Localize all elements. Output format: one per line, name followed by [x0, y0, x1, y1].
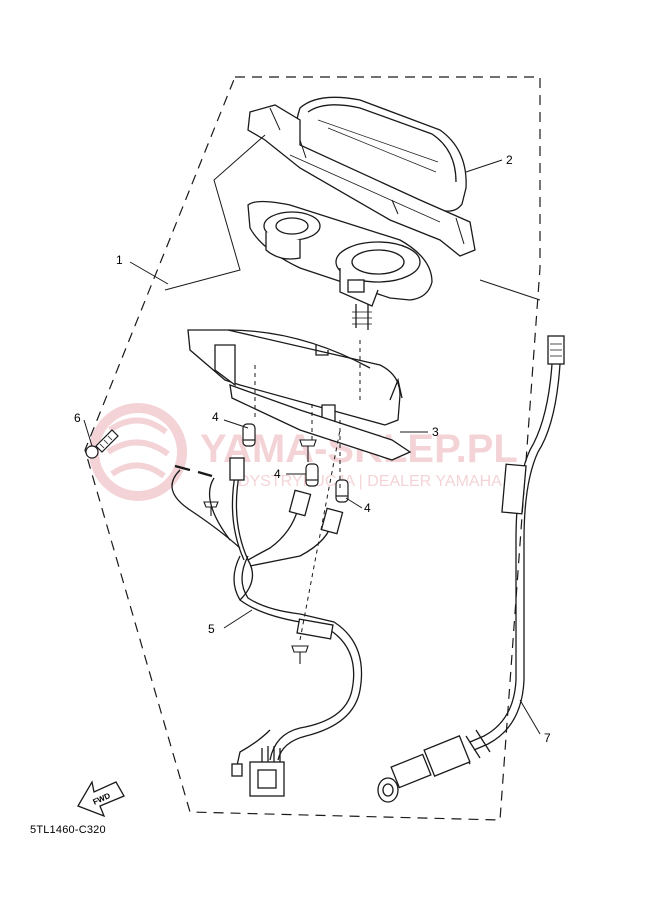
- speedometer-cable: [377, 335, 565, 803]
- bulb-1: [242, 423, 256, 447]
- callout-4a: 4: [212, 410, 219, 424]
- fwd-arrow-icon: [77, 780, 125, 818]
- meter-cover: [247, 96, 476, 257]
- screw-upper: [299, 439, 317, 462]
- assembly-boundary: [84, 76, 541, 821]
- screw-6: [85, 429, 119, 459]
- callout-2: 2: [506, 153, 513, 167]
- callouts: 1 2 3 4 4 4 5 6 7: [74, 153, 551, 745]
- forward-arrow: FWD: [77, 780, 125, 818]
- bulb-2: [305, 463, 319, 487]
- callout-4c: 4: [364, 501, 371, 515]
- speedometer-unit: [247, 200, 433, 330]
- bulb-3: [335, 479, 349, 503]
- callout-6: 6: [74, 411, 81, 425]
- callout-4b: 4: [274, 467, 281, 481]
- callout-5: 5: [208, 622, 215, 636]
- callout-7: 7: [544, 731, 551, 745]
- diagram-code: 5TL1460-C320: [30, 824, 106, 836]
- callout-1: 1: [116, 253, 123, 267]
- leader-lines: [83, 134, 541, 735]
- wire-harness: [171, 457, 363, 797]
- watermark-logo-swoosh: [106, 417, 170, 479]
- callout-3: 3: [432, 425, 439, 439]
- meter-case: [187, 329, 412, 461]
- watermark-sub-text: DYSTRYBUCJA | DEALER YAMAHA: [238, 473, 502, 490]
- screw-lower: [291, 645, 309, 664]
